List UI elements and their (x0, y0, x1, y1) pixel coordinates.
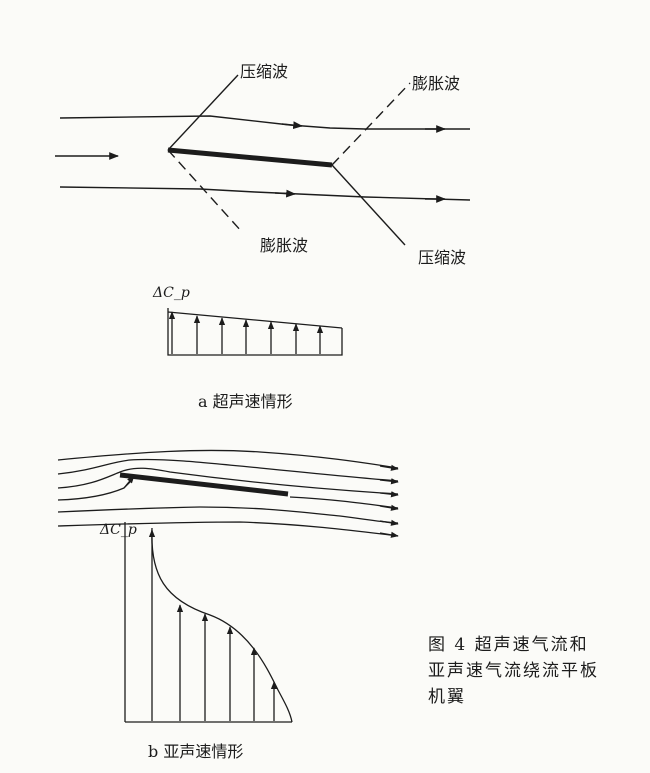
subsonic-diagram (57, 449, 399, 538)
label-compression-wave-upper: 压缩波 (240, 62, 289, 81)
streamline (57, 449, 399, 469)
subtitle-subsonic: b 亚声速情形 (148, 742, 244, 761)
pressure-top (167, 311, 343, 329)
label-expansion-wave-lower: 膨胀波 (260, 236, 309, 255)
flow-arrow (281, 121, 303, 130)
flow-arrow (379, 531, 399, 538)
flow-arrow (379, 464, 399, 471)
label-expansion-wave-upper: 膨胀波 (412, 74, 461, 93)
flat-plate-subsonic (119, 472, 289, 497)
caption-line-3: 机翼 (428, 687, 466, 707)
pressure-curve (151, 527, 293, 723)
compression-wave-lower-line (331, 164, 406, 246)
expansion-wave-upper-line (331, 82, 411, 166)
flow-arrow (274, 189, 296, 198)
expansion-wave-lower-line (167, 149, 243, 233)
supersonic-pressure-distribution (167, 308, 343, 356)
streamline (57, 458, 399, 482)
streamline-lower (59, 186, 471, 201)
flat-plate (167, 147, 333, 168)
caption-line-1: 图 4 超声速气流和 (428, 635, 589, 655)
flow-arrow (379, 491, 399, 498)
flow-arrow (379, 504, 399, 511)
pressure-box (167, 308, 343, 356)
streamline (57, 506, 399, 524)
caption-line-2: 亚声速气流绕流平板 (428, 661, 599, 681)
subtitle-supersonic: a 超声速情形 (198, 392, 293, 411)
supersonic-diagram (55, 74, 471, 246)
streamline-upper (59, 115, 470, 130)
streamline (57, 479, 133, 501)
label-compression-wave-lower: 压缩波 (418, 248, 467, 267)
subsonic-pressure-distribution (124, 522, 293, 723)
compression-wave-upper-line (167, 74, 239, 151)
label-pressure-coefficient-bottom: ΔC_p (100, 522, 137, 538)
streamline (57, 521, 399, 537)
flow-arrow (379, 519, 399, 526)
streamline (57, 467, 399, 495)
figure-caption: 图 4 超声速气流和 亚声速气流绕流平板 机翼 (428, 632, 599, 710)
flow-arrow (379, 478, 399, 485)
label-pressure-coefficient-top: ΔC_p (153, 285, 190, 301)
